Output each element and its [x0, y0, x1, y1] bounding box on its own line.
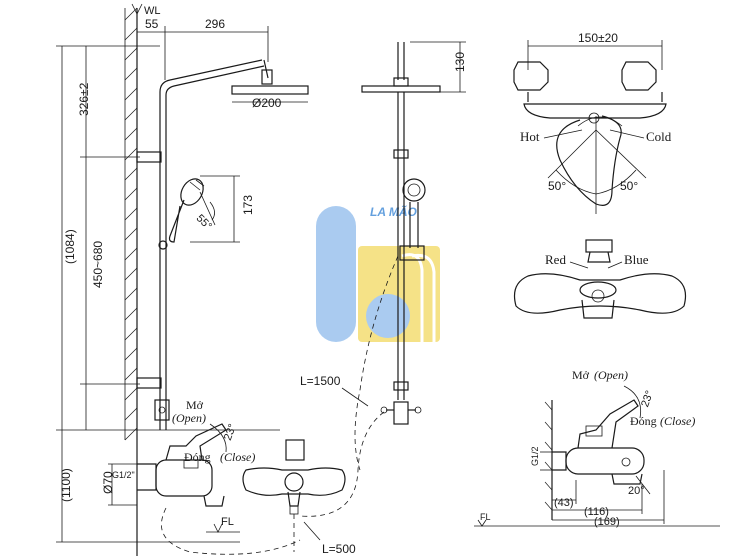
dim-phi200: Ø200	[252, 96, 282, 110]
column-diverter	[154, 399, 170, 421]
dim-phi70: Ø70	[101, 471, 115, 494]
hand-shower-front	[402, 178, 426, 202]
dim-150-20: 150±20	[578, 31, 618, 45]
dim-116: (116)	[584, 506, 609, 518]
dim-1084: (1084)	[63, 229, 77, 264]
mixer-side-left: Ø70 G1/2"	[101, 423, 227, 507]
wl-label: WL	[144, 5, 161, 17]
red-label: Red	[545, 252, 566, 267]
rain-shower-head	[231, 85, 309, 95]
cold-label: Cold	[646, 129, 672, 144]
center-front-view: 130 L=1500 L=500	[242, 41, 467, 556]
angle-50-right: 50°	[620, 179, 638, 193]
plan-view-top-right: 150±20 Hot Cold 50° 50°	[513, 31, 672, 214]
watermark-blue-bar	[316, 206, 356, 342]
plan-lever	[556, 115, 622, 206]
diverter-front	[393, 401, 409, 425]
dim-296: 296	[205, 17, 225, 31]
watermark-logo: LA MÃO	[316, 204, 440, 342]
fl-right-label: FL	[480, 512, 491, 522]
mixer-side-right: Mở (Open) 23° Đóng (Close) G1/2 20° FL	[474, 368, 720, 528]
dim-450-680: 450~680	[91, 241, 105, 288]
fl-left-label: FL	[221, 516, 234, 528]
dim-55: 55	[145, 17, 159, 31]
mo-right-label: Mở	[572, 368, 590, 382]
hand-shower-left: 55°	[168, 178, 216, 243]
blue-label: Blue	[624, 252, 649, 267]
l500-label: L=500	[322, 542, 356, 556]
open-left-label: (Open)	[172, 411, 206, 425]
dim-130: 130	[453, 52, 467, 72]
dim-1100: (1100)	[59, 468, 73, 502]
wall-bracket-lower	[136, 377, 162, 389]
g12-left: G1/2"	[112, 470, 135, 480]
dong-right-label: Đóng	[630, 414, 657, 428]
slider-holder	[399, 245, 425, 261]
dong-left-label: Đóng	[184, 450, 211, 464]
angle-23-left: 23°	[222, 422, 239, 442]
rain-head-front	[361, 85, 441, 93]
wall-hatch	[124, 7, 138, 441]
close-left-label: (Close)	[220, 450, 255, 464]
dim-169: (169)	[594, 516, 620, 528]
watermark-text: LA MÃO	[370, 204, 418, 219]
g12-right: G1/2	[530, 446, 540, 466]
dim-326: 326±2	[77, 82, 91, 116]
close-right-label: (Close)	[660, 414, 695, 428]
hot-label: Hot	[520, 129, 540, 144]
left-elevation: WL 55 296 Ø200 55°	[56, 3, 309, 556]
open-right-label: (Open)	[594, 368, 628, 382]
watermark-blue-circle	[366, 294, 410, 338]
l1500-label: L=1500	[300, 374, 341, 388]
dim-173: 173	[241, 195, 255, 215]
wall-bracket-upper	[136, 151, 162, 163]
angle-23-right: 23°	[639, 389, 656, 409]
dim-43: (43)	[554, 497, 574, 509]
angle-20: 20°	[628, 485, 645, 497]
mixer-front-right: Red Blue	[513, 239, 687, 319]
angle-50-left: 50°	[548, 179, 566, 193]
mixer-front-center	[242, 439, 346, 515]
mo-left-label: Mở	[186, 398, 204, 412]
